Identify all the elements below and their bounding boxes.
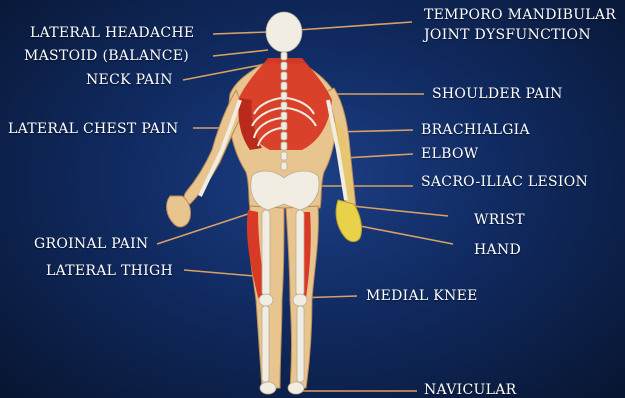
- left-hand: [167, 196, 191, 227]
- label-brachialgia: BRACHIALGIA: [421, 122, 530, 138]
- label-tmj-line1: TEMPORO MANDIBULAR: [424, 7, 616, 23]
- label-mastoid-balance: MASTOID (BALANCE): [24, 48, 189, 64]
- leader-line-lateral-headache: [213, 32, 268, 34]
- label-neck-pain: NECK PAIN: [86, 72, 173, 88]
- leader-line-elbow: [344, 154, 413, 158]
- label-lateral-headache: LATERAL HEADACHE: [30, 25, 194, 41]
- label-hand: HAND: [474, 242, 521, 258]
- label-navicular: NAVICULAR: [424, 382, 516, 398]
- label-wrist: WRIST: [474, 212, 525, 228]
- label-medial-knee: MEDIAL KNEE: [366, 288, 478, 304]
- label-tmj-line2: JOINT DYSFUNCTION: [424, 27, 591, 43]
- skull: [266, 12, 302, 52]
- label-sacro-iliac-lesion: SACRO-ILIAC LESION: [421, 174, 588, 190]
- label-shoulder-pain: SHOULDER PAIN: [432, 86, 563, 102]
- label-lateral-chest-pain: LATERAL CHEST PAIN: [8, 121, 179, 137]
- leader-line-tmj: [298, 22, 412, 30]
- right-foot: [288, 382, 304, 394]
- label-groinal-pain: GROINAL PAIN: [34, 236, 148, 252]
- label-elbow: ELBOW: [421, 146, 478, 162]
- leader-line-lateral-thigh: [184, 270, 254, 276]
- leader-line-wrist: [352, 206, 448, 216]
- left-foot: [260, 382, 276, 394]
- leader-line-mastoid: [213, 50, 268, 56]
- leader-line-hand: [360, 226, 453, 244]
- pelvis: [251, 171, 319, 210]
- label-lateral-thigh: LATERAL THIGH: [46, 263, 173, 279]
